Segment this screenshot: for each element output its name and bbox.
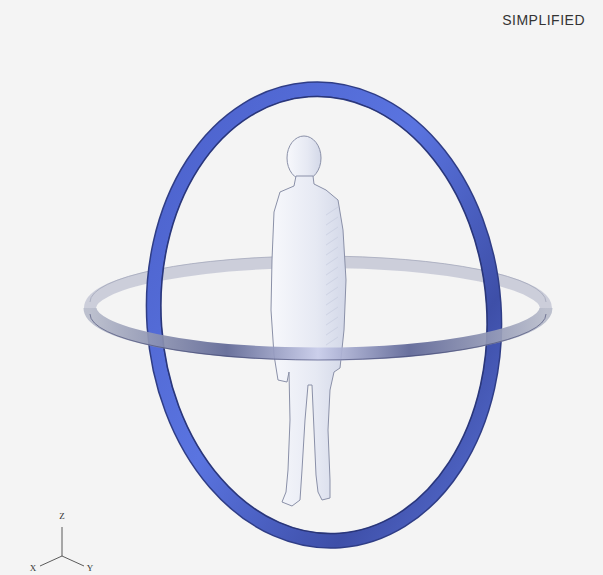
- hatch-stroke: [326, 307, 338, 315]
- hatch-stroke: [326, 277, 338, 285]
- hatch-stroke: [326, 337, 338, 345]
- hatch-stroke: [326, 287, 338, 295]
- hatch-stroke: [326, 217, 338, 225]
- hatch-stroke: [326, 227, 338, 235]
- axis-label: Y: [87, 563, 94, 573]
- hatch-stroke: [326, 297, 338, 305]
- axis-label: X: [30, 563, 37, 573]
- hatch-stroke: [326, 257, 338, 265]
- axis-triad: [40, 527, 84, 566]
- hatch-stroke: [326, 237, 338, 245]
- ring-edge: [90, 314, 546, 360]
- hatch-stroke: [326, 327, 338, 335]
- title-tag: SIMPLIFIED: [502, 12, 585, 28]
- vertical-ring: [139, 78, 510, 553]
- axis-label: Z: [59, 511, 65, 521]
- human-figure: [271, 136, 346, 506]
- hatch-stroke: [326, 317, 338, 325]
- hatch-stroke: [326, 207, 338, 215]
- hatch-stroke: [326, 267, 338, 275]
- hatch-stroke: [326, 247, 338, 255]
